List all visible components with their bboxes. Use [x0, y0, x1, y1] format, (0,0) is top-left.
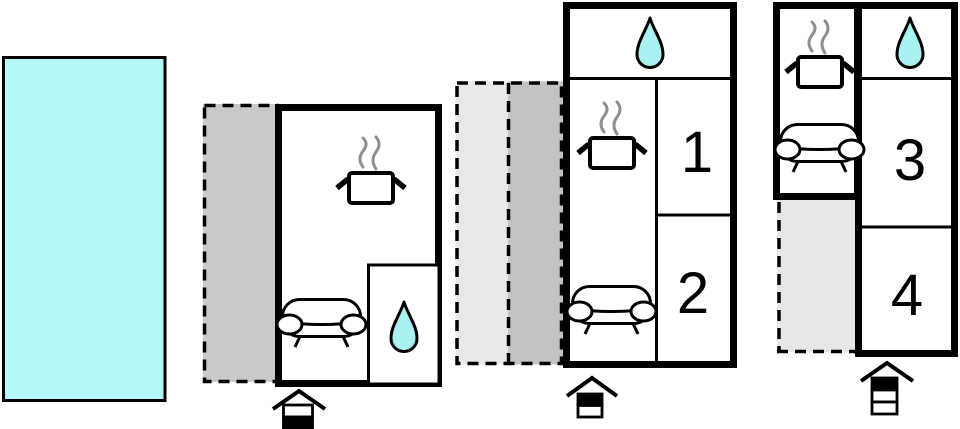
pot-handle [784, 60, 799, 75]
pot-icon [347, 171, 395, 205]
sofa-armrest [629, 300, 658, 323]
unit1-terrace [203, 104, 277, 382]
entrance-roof [859, 360, 915, 383]
entrance-level-segment [576, 392, 604, 407]
sofa-armrest [773, 138, 802, 161]
unit3-entrance-icon [859, 360, 915, 416]
unit1-sofa-icon [275, 298, 368, 348]
unit1-terrace-dashed-border [202, 103, 279, 384]
water-drop [895, 16, 925, 69]
steam-icon [820, 19, 830, 55]
room-1-number: 1 [681, 120, 713, 185]
unit2: 1 2 [455, 2, 737, 419]
sofa-armrest [339, 313, 368, 336]
sofa-armrest [837, 138, 866, 161]
sofa-armrest [565, 300, 594, 323]
unit2-entrance-icon [565, 375, 619, 419]
unit1-entrance-icon [271, 388, 327, 429]
unit2-stove-icon [576, 100, 648, 170]
unit3: 3 4 [773, 2, 958, 416]
steam-icon [612, 100, 622, 136]
entrance-level-segment [870, 400, 899, 416]
sofa-leg [631, 322, 640, 335]
unit2-terrace-left [455, 81, 508, 365]
entrance-roof [565, 375, 619, 398]
water-drop [389, 300, 419, 353]
sofa-leg [293, 335, 302, 348]
unit3-terrace [777, 200, 855, 352]
room-3-number: 3 [894, 128, 926, 193]
entrance-level-segment [870, 376, 899, 392]
pot-handle [633, 141, 648, 156]
steam-icon [599, 101, 609, 134]
sofa-leg [791, 160, 800, 173]
room-2-number: 2 [677, 261, 709, 326]
pot-icon [588, 136, 636, 170]
pot-handle [392, 176, 407, 191]
steam-icon [371, 135, 381, 171]
unit1-stove-icon [335, 135, 407, 205]
unit3-building-living-wing [773, 2, 861, 200]
swimming-pool [2, 56, 167, 402]
entrance-level-segment [870, 388, 899, 404]
pot-handle [335, 176, 350, 191]
sofa-leg [839, 160, 848, 173]
entrance-level-segment [576, 404, 604, 419]
room-4-number: 4 [891, 263, 923, 328]
sofa-leg [583, 322, 592, 335]
entrance-level-segment [282, 415, 314, 429]
pot-handle [576, 141, 591, 156]
unit3-stove-icon [784, 19, 856, 89]
unit2-terrace-right [508, 81, 563, 365]
pot-icon [796, 55, 844, 89]
steam-icon [358, 136, 368, 169]
unit2-water-drop-icon [635, 16, 665, 69]
steam-icon [807, 20, 817, 53]
unit1 [202, 103, 442, 429]
pot-handle [841, 60, 856, 75]
unit1-water-drop-icon [389, 300, 419, 353]
unit2-sofa-icon [565, 285, 658, 335]
sofa-armrest [275, 313, 304, 336]
unit3-sofa-icon [773, 123, 866, 173]
water-drop [635, 16, 665, 69]
sofa-leg [341, 335, 350, 348]
unit3-water-drop-icon [895, 16, 925, 69]
entrance-roof [271, 388, 327, 411]
entrance-level-segment [282, 403, 314, 419]
